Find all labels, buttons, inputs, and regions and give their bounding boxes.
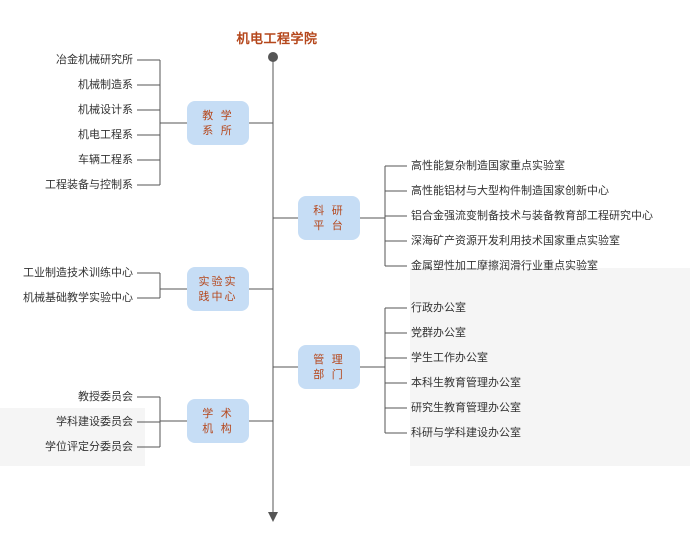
leaf-item: 机电工程系 — [78, 128, 133, 141]
leaf-item: 行政办公室 — [411, 301, 466, 314]
leaf-item: 高性能复杂制造国家重点实验室 — [411, 159, 565, 172]
leaf-item: 学位评定分委员会 — [45, 440, 133, 453]
leaf-item: 高性能铝材与大型构件制造国家创新中心 — [411, 184, 609, 197]
leaf-item: 机械设计系 — [78, 103, 133, 116]
leaf-item: 机械制造系 — [78, 78, 133, 91]
leaf-item: 机械基础教学实验中心 — [23, 291, 133, 304]
background-band — [410, 268, 690, 466]
leaf-item: 工程装备与控制系 — [45, 178, 133, 191]
leaf-item: 学科建设委员会 — [56, 415, 133, 428]
leaf-item: 冶金机械研究所 — [56, 53, 133, 66]
leaf-item: 车辆工程系 — [78, 153, 133, 166]
group-node-teaching: 教 学 系 所 — [187, 101, 249, 145]
leaf-item: 铝合金强流变制备技术与装备教育部工程研究中心 — [411, 209, 653, 222]
leaf-item: 本科生教育管理办公室 — [411, 376, 521, 389]
leaf-item: 深海矿产资源开发利用技术国家重点实验室 — [411, 234, 620, 247]
spine-arrow-head — [268, 512, 278, 522]
leaf-item: 研究生教育管理办公室 — [411, 401, 521, 414]
org-title: 机电工程学院 — [236, 32, 318, 47]
background-band — [0, 408, 145, 466]
spine-start-dot — [268, 52, 278, 62]
leaf-item: 科研与学科建设办公室 — [411, 426, 521, 439]
leaf-item: 学生工作办公室 — [411, 351, 488, 364]
leaf-item: 金属塑性加工摩擦润滑行业重点实验室 — [411, 259, 598, 272]
leaf-item: 党群办公室 — [411, 326, 466, 339]
group-node-management: 管 理 部 门 — [298, 345, 360, 389]
group-node-research-platform: 科 研 平 台 — [298, 196, 360, 240]
leaf-item: 教授委员会 — [78, 390, 133, 403]
group-node-academic: 学 术 机 构 — [187, 399, 249, 443]
leaf-item: 工业制造技术训练中心 — [23, 266, 133, 279]
group-node-practice-center: 实验实 践中心 — [187, 267, 249, 311]
